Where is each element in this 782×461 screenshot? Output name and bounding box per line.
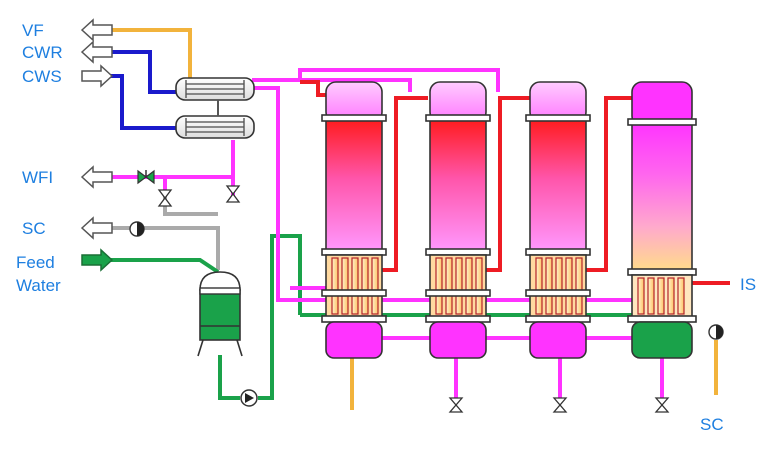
sc-left-arrow-icon bbox=[80, 216, 113, 240]
label-cws: CWS bbox=[22, 67, 62, 86]
pump-line bbox=[218, 355, 240, 400]
column-1 bbox=[321, 81, 387, 359]
condensers bbox=[175, 77, 255, 139]
red-3-4 bbox=[586, 96, 632, 272]
red-2-3 bbox=[486, 96, 530, 272]
drain-grey bbox=[163, 196, 218, 216]
red-top-loop bbox=[300, 80, 326, 97]
label-wfi: WFI bbox=[22, 168, 53, 187]
label-is: IS bbox=[740, 275, 756, 294]
wfi-arrow-icon bbox=[80, 165, 113, 189]
label-water: Water bbox=[16, 276, 61, 295]
drain-valve-1-icon bbox=[157, 189, 173, 207]
bottom-valve-4-icon bbox=[654, 397, 670, 413]
bottom-valve-3-icon bbox=[552, 397, 568, 413]
wfi-pipe bbox=[108, 140, 235, 179]
sc-left-pipe bbox=[108, 226, 220, 270]
cws-pipe bbox=[100, 74, 178, 130]
label-vf: VF bbox=[22, 21, 44, 40]
pump-out bbox=[258, 234, 302, 400]
feed-tank bbox=[197, 271, 243, 357]
steam-header-3 bbox=[252, 86, 326, 302]
column-4 bbox=[627, 81, 697, 359]
label-feed: Feed bbox=[16, 253, 55, 272]
label-sc-left: SC bbox=[22, 219, 46, 238]
vent-pipe bbox=[96, 28, 192, 78]
cwr-pipe bbox=[100, 50, 178, 94]
left-arrows bbox=[80, 18, 114, 272]
label-sc-right: SC bbox=[700, 415, 724, 434]
feed-pipe bbox=[108, 258, 220, 274]
steam-trap-left-icon bbox=[129, 221, 145, 237]
bottom-valve-2-icon bbox=[448, 397, 464, 413]
drain-valve-2-icon bbox=[225, 185, 241, 203]
vf-arrow-icon bbox=[80, 18, 113, 42]
steam-trap-right-icon bbox=[708, 324, 724, 340]
label-cwr: CWR bbox=[22, 43, 63, 62]
valves bbox=[129, 169, 724, 413]
column-3 bbox=[525, 81, 591, 359]
cwr-arrow-icon bbox=[80, 40, 113, 64]
red-1-2 bbox=[382, 96, 428, 272]
column-2 bbox=[425, 81, 491, 359]
cws-arrow-icon bbox=[81, 64, 114, 88]
feed-arrow-icon bbox=[81, 248, 114, 272]
pump-icon bbox=[240, 389, 258, 407]
wfi-valve-icon bbox=[137, 169, 155, 185]
labels: VF CWR CWS WFI SC Feed Water IS SC bbox=[16, 21, 756, 434]
